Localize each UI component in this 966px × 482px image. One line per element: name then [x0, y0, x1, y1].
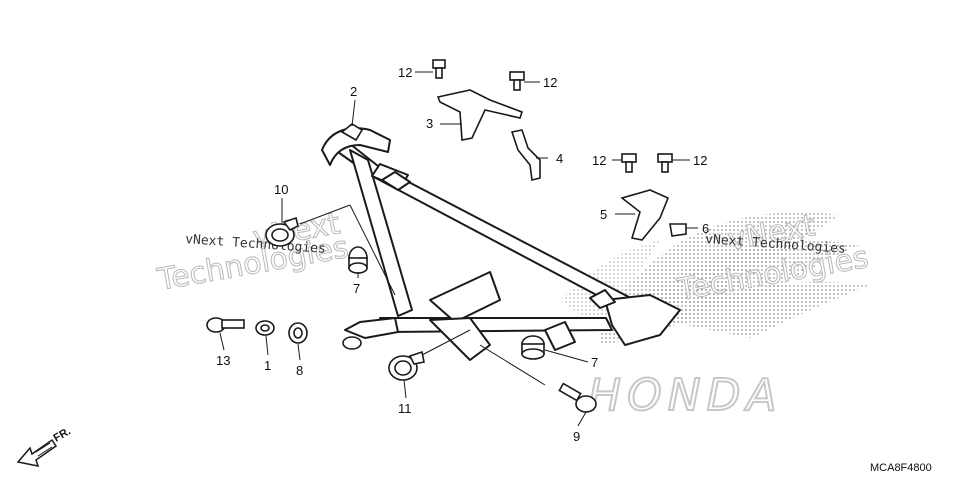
- part-2-bracket: [340, 123, 364, 142]
- part-label-12a: 12: [398, 65, 412, 80]
- main-frame: [321, 127, 681, 361]
- part-3-bracket: [436, 89, 524, 141]
- bolt-12-b: [509, 71, 525, 91]
- front-direction-indicator: FR.: [16, 425, 73, 467]
- part-6-clip: [669, 223, 687, 237]
- part-label-10: 10: [274, 182, 288, 197]
- part-label-11: 11: [398, 401, 412, 416]
- part-11-clamp: [388, 350, 425, 381]
- part-7-mount-a: [348, 246, 368, 274]
- part-1-collar: [255, 320, 275, 336]
- part-label-12c: 12: [592, 153, 606, 168]
- part-label-3: 3: [426, 116, 433, 131]
- part-7-mount-b: [521, 335, 545, 360]
- part-5-bracket: [620, 189, 670, 241]
- part-13-bolt: [206, 317, 245, 333]
- part-label-9: 9: [573, 429, 580, 444]
- part-4-clip: [510, 129, 541, 181]
- bolt-12-c: [621, 153, 637, 173]
- part-8-grommet: [288, 322, 308, 344]
- bolt-12-d: [657, 153, 673, 173]
- watermark-left: vNext Technologies vNext Technologies: [154, 206, 352, 299]
- diagram-code: MCA8F4800: [870, 462, 932, 474]
- watermark-brand-line1: vNext: [725, 208, 818, 258]
- part-labels: 2 3 4 5 6 12 12 12 12 10 7 7 13 1 8 11 9: [216, 65, 709, 444]
- front-arrow-icon: [16, 438, 58, 467]
- part-label-12b: 12: [543, 75, 557, 90]
- part-label-5: 5: [600, 207, 607, 222]
- honda-logo-text: HONDA: [588, 370, 783, 421]
- part-label-6: 6: [702, 221, 709, 236]
- part-label-12d: 12: [693, 153, 707, 168]
- bolt-12-a: [432, 59, 446, 79]
- part-label-1: 1: [264, 358, 271, 373]
- part-label-8: 8: [296, 363, 303, 378]
- part-label-7b: 7: [591, 355, 598, 370]
- part-10-clamp: [265, 216, 299, 247]
- part-label-2: 2: [350, 84, 357, 99]
- part-label-13: 13: [216, 353, 230, 368]
- part-label-4: 4: [556, 151, 563, 166]
- front-label: FR.: [52, 425, 73, 444]
- part-label-7a: 7: [353, 281, 360, 296]
- leader-lines: [219, 71, 698, 427]
- frame-mount-washer: [342, 336, 362, 350]
